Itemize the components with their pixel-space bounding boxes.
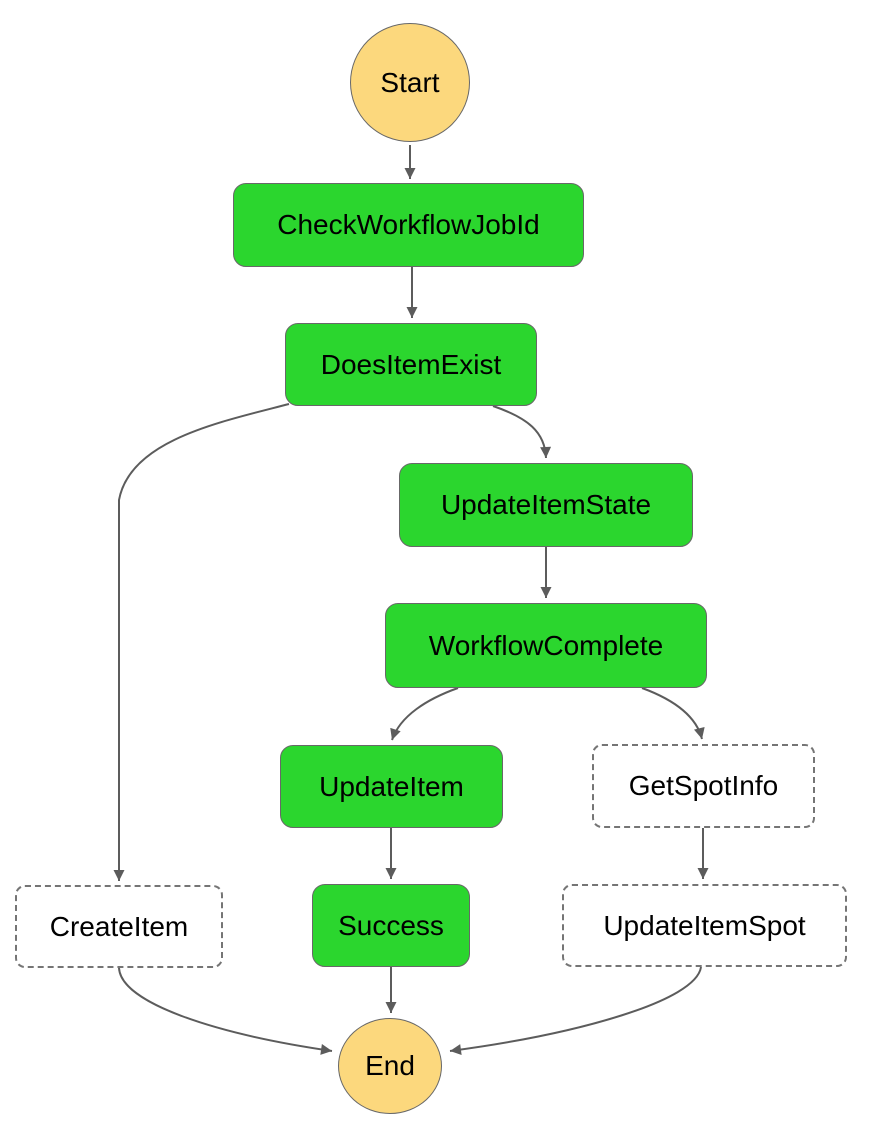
node-start: Start [350, 23, 470, 142]
edge-workflowcomplete-to-getspotinfo [641, 687, 705, 740]
edge-doesitemexist-to-createitem [113, 403, 290, 881]
state-create-item[interactable]: CreateItem [15, 885, 223, 968]
node-end: End [338, 1018, 442, 1114]
edge-createitem-to-end [118, 967, 333, 1055]
edge-doesitemexist-to-updateitemstate [492, 405, 552, 459]
edge-workflowcomplete-to-updateitem [390, 687, 459, 741]
state-workflow-complete[interactable]: WorkflowComplete [385, 603, 707, 688]
state-update-item-spot[interactable]: UpdateItemSpot [562, 884, 847, 967]
edge-updateitemspot-to-end [449, 966, 702, 1056]
state-update-item-state[interactable]: UpdateItemState [399, 463, 693, 547]
state-update-item[interactable]: UpdateItem [280, 745, 503, 828]
state-check-workflow-job-id[interactable]: CheckWorkflowJobId [233, 183, 584, 267]
state-get-spot-info[interactable]: GetSpotInfo [592, 744, 815, 828]
state-success[interactable]: Success [312, 884, 470, 967]
state-does-item-exist[interactable]: DoesItemExist [285, 323, 537, 406]
